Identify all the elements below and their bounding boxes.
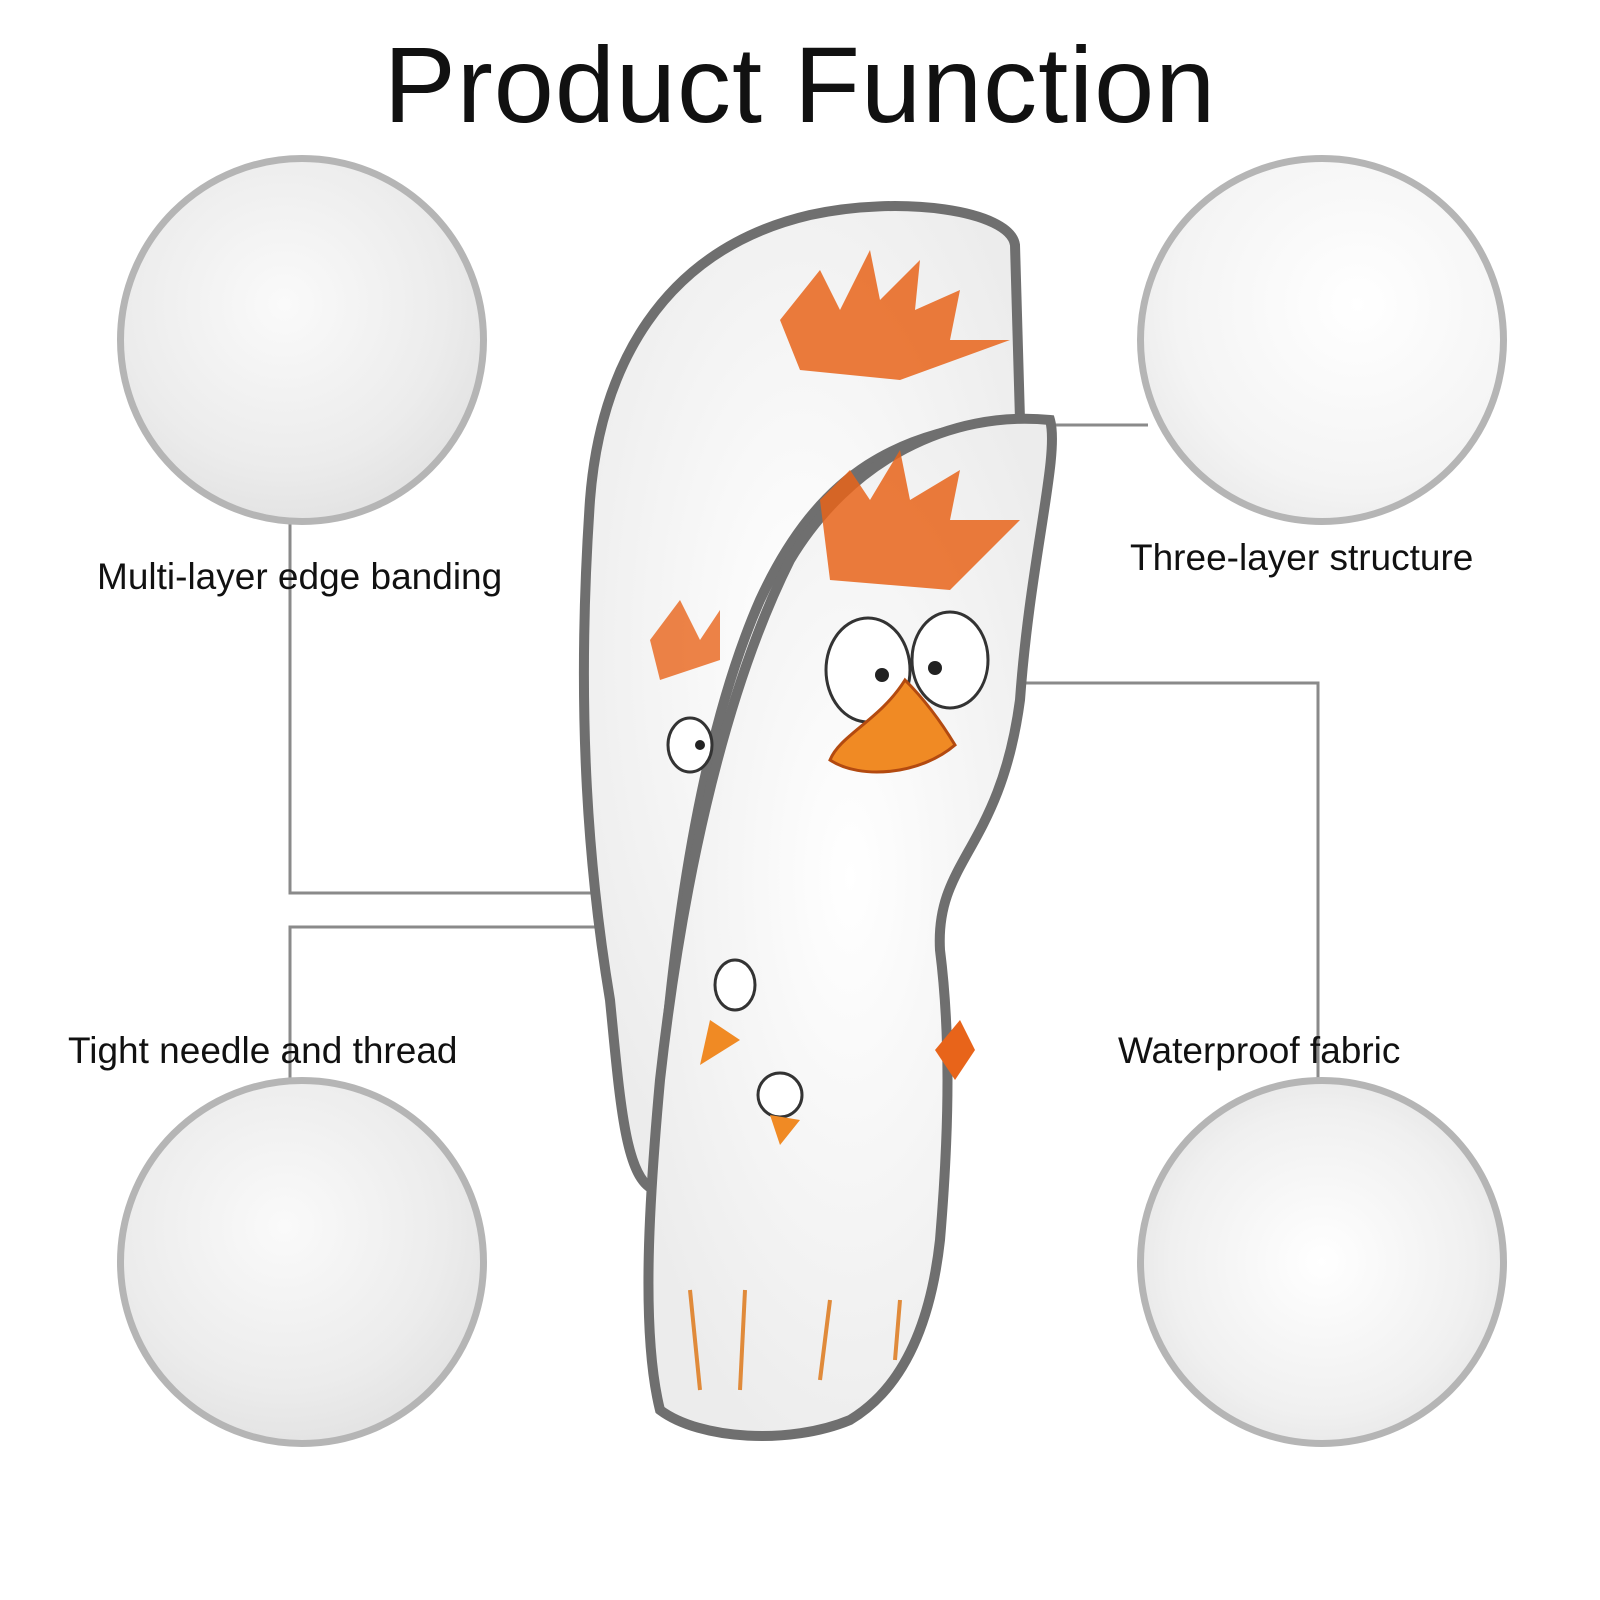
detail-circle-three-layer [1137,155,1507,525]
callout-line-needle-thread [288,925,600,1080]
detail-circle-waterproof [1137,1077,1507,1447]
page-title: Product Function [383,24,1217,145]
callout-line-waterproof [985,681,1320,1080]
feature-label-three-layer: Three-layer structure [1130,537,1474,578]
feature-label-edge-banding: Multi-layer edge banding [97,556,503,597]
feature-label-waterproof: Waterproof fabric [1118,1030,1401,1071]
feature-label-needle-thread: Tight needle and thread [68,1030,458,1071]
detail-circle-edge-banding [117,155,487,525]
detail-circle-needle-thread [117,1077,487,1447]
callout-line-edge-banding [288,520,600,895]
chicken-illustration [650,250,1020,1391]
